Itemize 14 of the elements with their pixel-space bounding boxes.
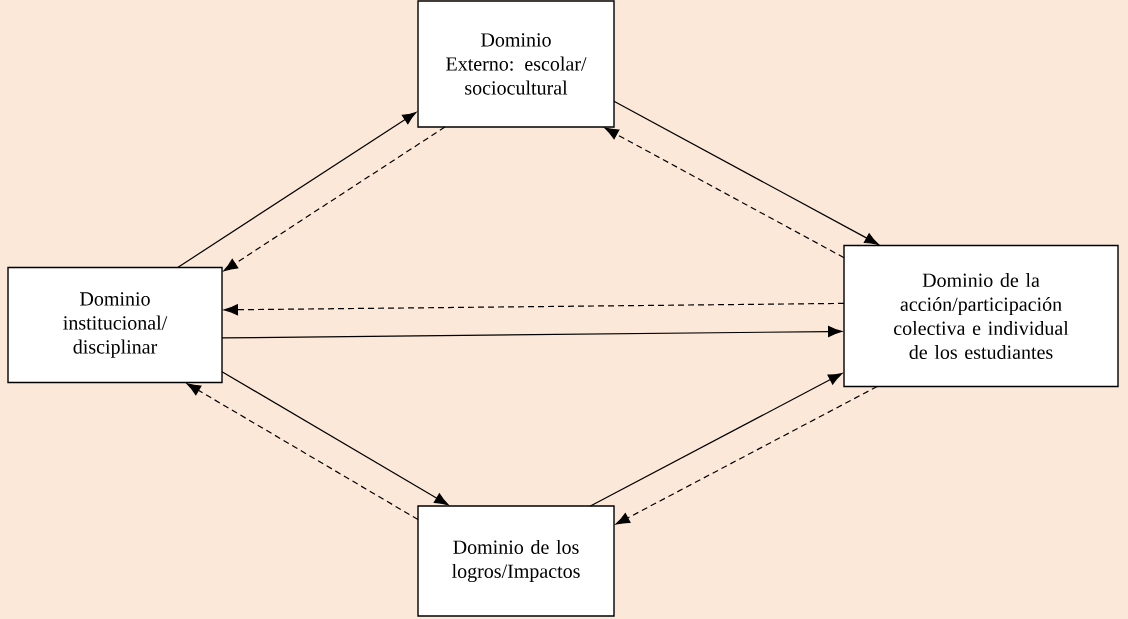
- arrow: [615, 385, 878, 525]
- arrow: [177, 111, 417, 269]
- arrow: [221, 371, 449, 506]
- arrow: [604, 127, 845, 259]
- arrow: [186, 383, 419, 521]
- arrow: [613, 100, 879, 245]
- arrow: [589, 372, 843, 507]
- arrow: [221, 326, 843, 339]
- domain-box: Dominio Externo: escolar/ sociocultural: [417, 0, 615, 128]
- domain-box: Dominio de los logros/Impactos: [417, 505, 615, 617]
- arrow: [223, 302, 845, 316]
- domain-box: Dominio de la acción/participación colectiva e individual de los estudiantes: [843, 244, 1119, 388]
- arrow: [223, 126, 446, 272]
- domain-box: Dominio institucional/ disciplinar: [7, 266, 223, 384]
